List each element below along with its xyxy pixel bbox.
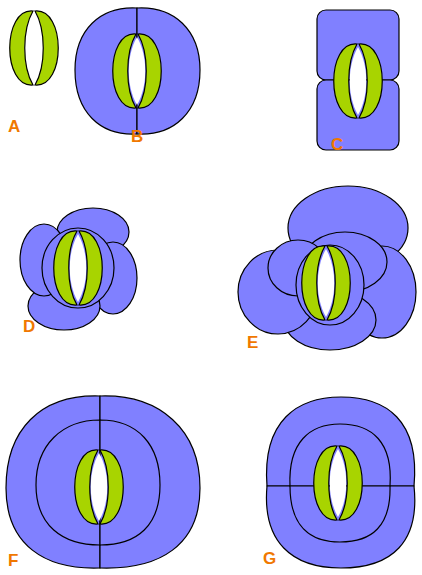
stoma-e bbox=[238, 186, 416, 350]
panel-letter: E bbox=[247, 334, 258, 351]
panel-letter: F bbox=[8, 552, 18, 569]
stoma-c bbox=[317, 10, 399, 150]
panel-letter: G bbox=[263, 550, 276, 567]
stoma-a bbox=[10, 11, 59, 85]
panel-letter: B bbox=[131, 128, 143, 145]
stoma-g bbox=[266, 397, 414, 568]
panel-letter: D bbox=[23, 318, 35, 335]
stoma-b bbox=[75, 8, 200, 134]
panel-letter: A bbox=[8, 118, 20, 135]
stoma-d bbox=[20, 208, 137, 330]
panel-letter: C bbox=[331, 136, 343, 153]
stoma-f bbox=[6, 396, 200, 568]
